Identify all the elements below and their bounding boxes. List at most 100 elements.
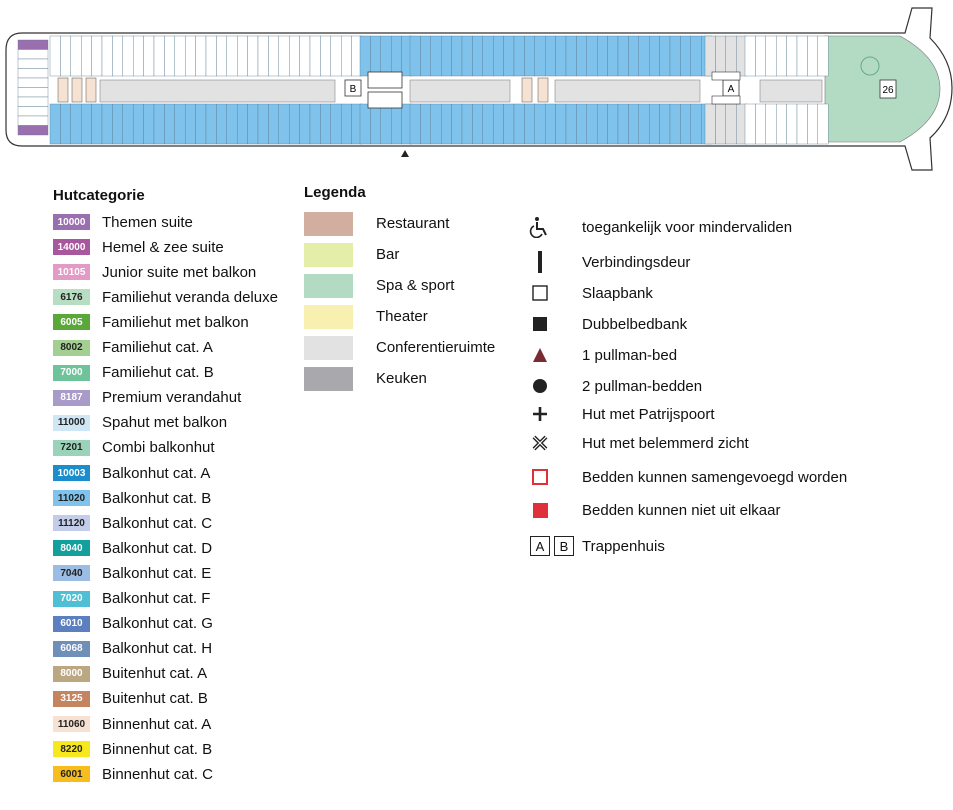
cabin-cell [370, 103, 381, 145]
category-label: Premium verandahut [102, 389, 242, 407]
cabin-cell [493, 35, 504, 77]
wheelchair-icon [528, 215, 552, 239]
beds-joinable-icon [528, 465, 552, 489]
cabin-cell [330, 35, 342, 77]
cabin-cell [715, 35, 727, 77]
cabin-cell [534, 35, 546, 77]
porthole-icon [528, 402, 552, 426]
cabin-cell [195, 35, 207, 77]
stairs-legend: A B Trappenhuis [530, 536, 665, 556]
legend-swatch [304, 367, 353, 391]
symbol-label: Bedden kunnen samengevoegd worden [582, 468, 848, 486]
category-swatch: 8002 [53, 339, 90, 356]
symbol-label: 2 pullman-bedden [582, 377, 703, 395]
categories-title: Hutcategorie [53, 187, 145, 204]
legend-swatch [304, 336, 353, 360]
legend-label: Spa & sport [376, 277, 455, 294]
category-label: Balkonhut cat. C [102, 514, 213, 532]
connecting-door-icon [528, 250, 552, 274]
cabin-cell [330, 103, 342, 145]
cabin-cell [17, 49, 49, 60]
category-label: Familiehut cat. B [102, 364, 214, 382]
cabin-cell [380, 35, 392, 77]
cabin-cell [704, 35, 716, 77]
category-label: Binnenhut cat. A [102, 715, 212, 733]
cabin-cell [786, 35, 798, 77]
stern-cabins [17, 39, 49, 136]
cabin-cell [617, 35, 629, 77]
beds-fixed-icon [528, 498, 552, 522]
legend-swatch [304, 243, 353, 267]
cabin-cell [524, 103, 536, 145]
legend-title: Legenda [304, 184, 366, 201]
cabin-cell [451, 35, 463, 77]
cabin-cell [534, 103, 546, 145]
cabin-cell [17, 68, 49, 79]
cabin-cell [17, 115, 49, 126]
cabin-cell [744, 103, 756, 145]
cabin-cell [216, 103, 227, 145]
cabin-cell [555, 103, 567, 145]
cabin-cell [122, 103, 134, 145]
cabin-cell [278, 35, 290, 77]
category-label: Balkonhut cat. A [102, 464, 211, 482]
cabin-cell [91, 35, 103, 77]
category-label: Familiehut veranda deluxe [102, 288, 278, 306]
cabin-cell [628, 35, 640, 77]
cabin-cell [122, 35, 134, 77]
cabin-cell [715, 103, 727, 145]
category-label: Junior suite met balkon [102, 263, 257, 281]
cabin-cell [461, 103, 473, 145]
cabin-cell [461, 35, 473, 77]
cabin-cell [796, 35, 808, 77]
cabin-cell [247, 103, 259, 145]
cabin-cell [195, 103, 207, 145]
cabin-cell [607, 35, 619, 77]
deck-plan: 26 B A [5, 7, 953, 171]
cabin-cell [236, 103, 248, 145]
cabin-cell [441, 35, 452, 77]
cabin-cell [205, 35, 217, 77]
cabin-cell [101, 35, 113, 77]
cabin-cell [817, 35, 829, 77]
cabin-cell [796, 103, 808, 145]
legend-row: Spa & sport [304, 274, 454, 298]
category-label: Binnenhut cat. B [102, 740, 213, 758]
cabin-cell [617, 103, 629, 145]
category-swatch: 7000 [53, 364, 90, 381]
cabin-cell [101, 103, 113, 145]
corridor-aft [99, 79, 336, 103]
cabin-cell [482, 35, 494, 77]
cabin-cell [776, 35, 787, 77]
category-swatch: 10003 [53, 465, 90, 481]
cabin-cell [472, 103, 483, 145]
category-swatch: 10000 [53, 214, 90, 230]
cabin-cell [649, 103, 660, 145]
category-swatch: 7020 [53, 590, 90, 607]
legend-label: Theater [376, 308, 428, 325]
category-swatch: 6176 [53, 289, 90, 306]
cabin-cell [309, 103, 321, 145]
double-sofa-bed-icon [528, 312, 552, 336]
cabin-cell [70, 103, 82, 145]
cabin-cell [607, 103, 619, 145]
symbol-row: Bedden kunnen niet uit elkaar [528, 498, 780, 522]
cabin-cell [690, 103, 702, 145]
symbol-label: Slaapbank [582, 284, 653, 302]
cabin-cell [80, 35, 92, 77]
category-swatch: 8040 [53, 540, 90, 557]
pullman-bed-icon [528, 343, 552, 367]
cabin-cell [359, 103, 371, 145]
cabin-cell [184, 103, 196, 145]
cabin-cell [153, 103, 165, 145]
legend-row: Restaurant [304, 212, 449, 236]
cabin-cell [503, 103, 515, 145]
